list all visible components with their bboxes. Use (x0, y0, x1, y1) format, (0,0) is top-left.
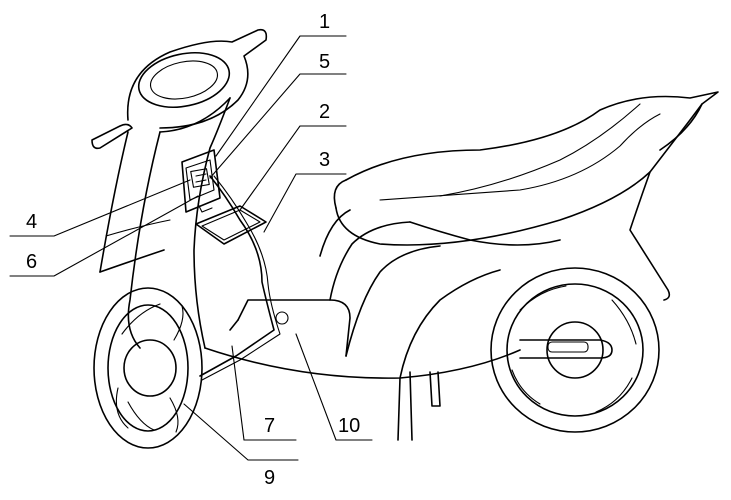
callout-1: 1 (319, 11, 330, 33)
callout-3: 3 (319, 149, 330, 171)
callout-6: 6 (26, 251, 37, 273)
front-wheel (93, 287, 203, 449)
plug-board (195, 203, 267, 245)
cable-chain (199, 175, 289, 381)
leader-10 (295, 333, 373, 441)
leader-2 (239, 125, 347, 211)
leader-4 (9, 179, 191, 237)
leader-1 (215, 35, 347, 157)
seat (333, 91, 719, 301)
callout-10: 10 (338, 415, 360, 437)
callout-9: 9 (264, 467, 275, 489)
leader-3 (263, 173, 347, 233)
leader-7 (231, 345, 297, 441)
charging-socket (181, 149, 221, 213)
callout-7: 7 (264, 415, 275, 437)
callout-4: 4 (26, 211, 37, 233)
rear-panel (345, 221, 561, 379)
leader-9 (183, 403, 299, 461)
scooter-body (204, 209, 521, 441)
callout-2: 2 (319, 101, 330, 123)
rear-wheel (490, 267, 660, 433)
front-leg-shield (99, 97, 231, 349)
callout-5: 5 (319, 51, 330, 73)
leader-5 (209, 73, 347, 179)
leader-6 (9, 195, 199, 277)
leader-lines (9, 35, 373, 461)
handlebar (91, 28, 268, 150)
